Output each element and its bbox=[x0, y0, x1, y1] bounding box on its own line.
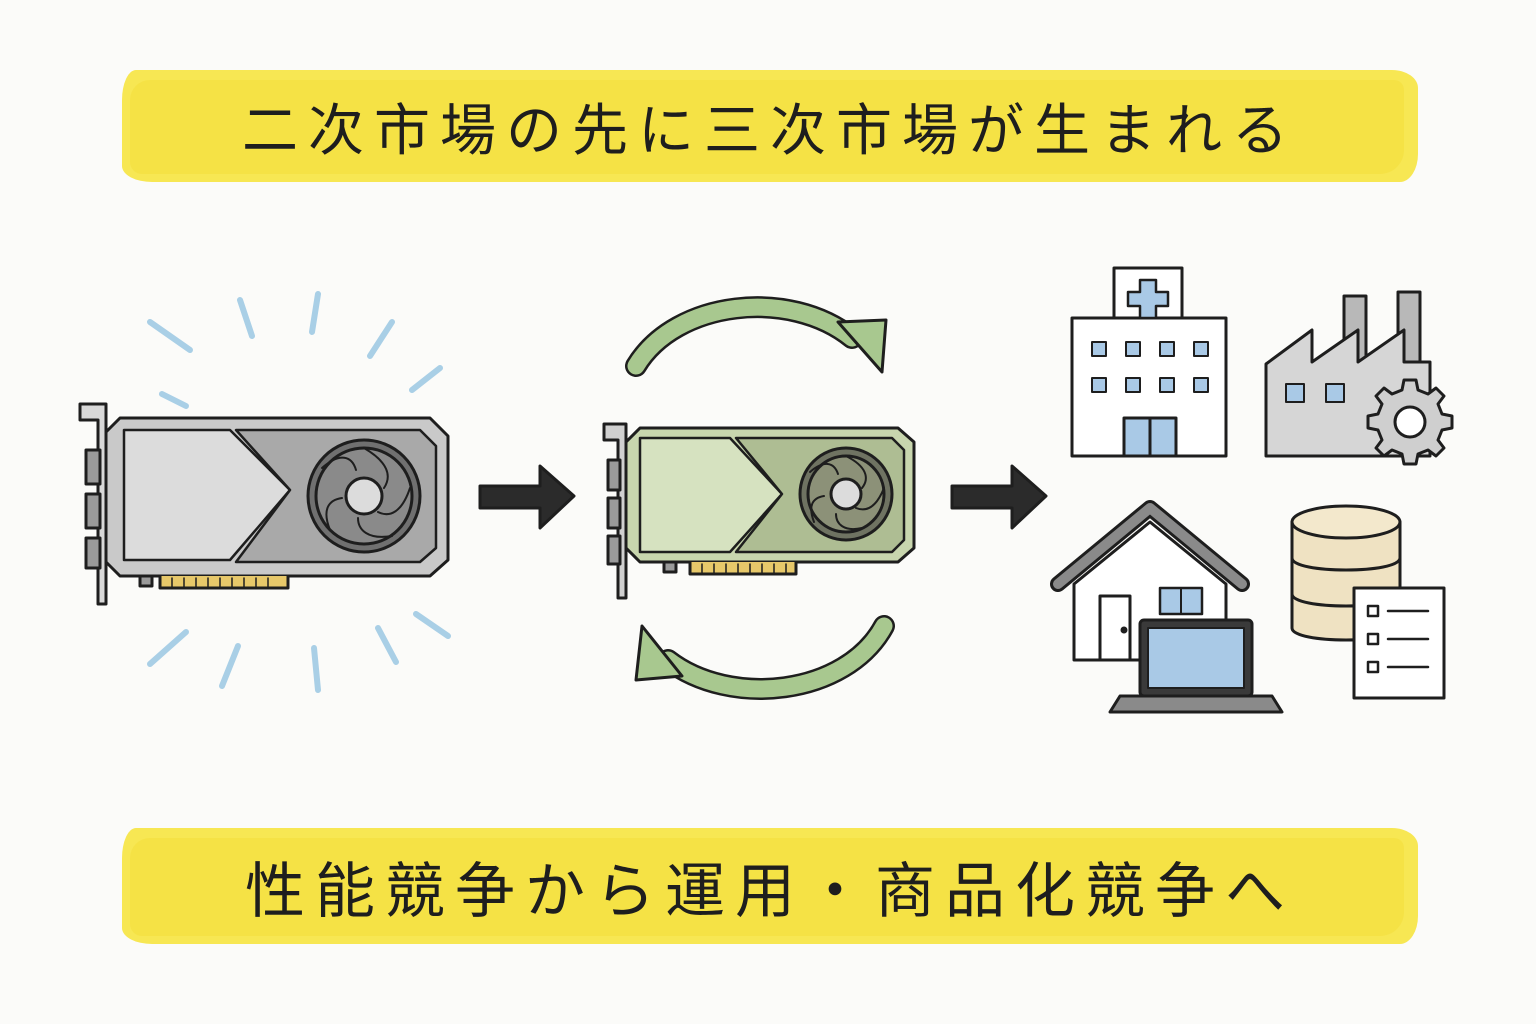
right-arrow-icon bbox=[950, 464, 1048, 530]
yellow-highlight-texture bbox=[130, 838, 1404, 936]
yellow-highlight-texture bbox=[130, 80, 1404, 174]
database-document-icon bbox=[1290, 504, 1446, 700]
circular-arrows-icon bbox=[625, 296, 895, 700]
hospital-icon bbox=[1070, 266, 1228, 458]
house-laptop-icon bbox=[1050, 500, 1284, 714]
gpu-card-reused-icon bbox=[602, 422, 916, 600]
page-title: 二次市場の先に三次市場が生まれる bbox=[242, 98, 1298, 164]
caption-banner: 性能競争から運用・商品化競争へ bbox=[122, 828, 1418, 944]
title-banner: 二次市場の先に三次市場が生まれる bbox=[122, 70, 1418, 182]
factory-icon bbox=[1264, 290, 1454, 466]
page-caption: 性能競争から運用・商品化競争へ bbox=[245, 856, 1295, 927]
right-arrow-icon bbox=[478, 464, 576, 530]
gpu-card-new-icon bbox=[78, 402, 450, 606]
sparkle-icon bbox=[147, 291, 451, 693]
